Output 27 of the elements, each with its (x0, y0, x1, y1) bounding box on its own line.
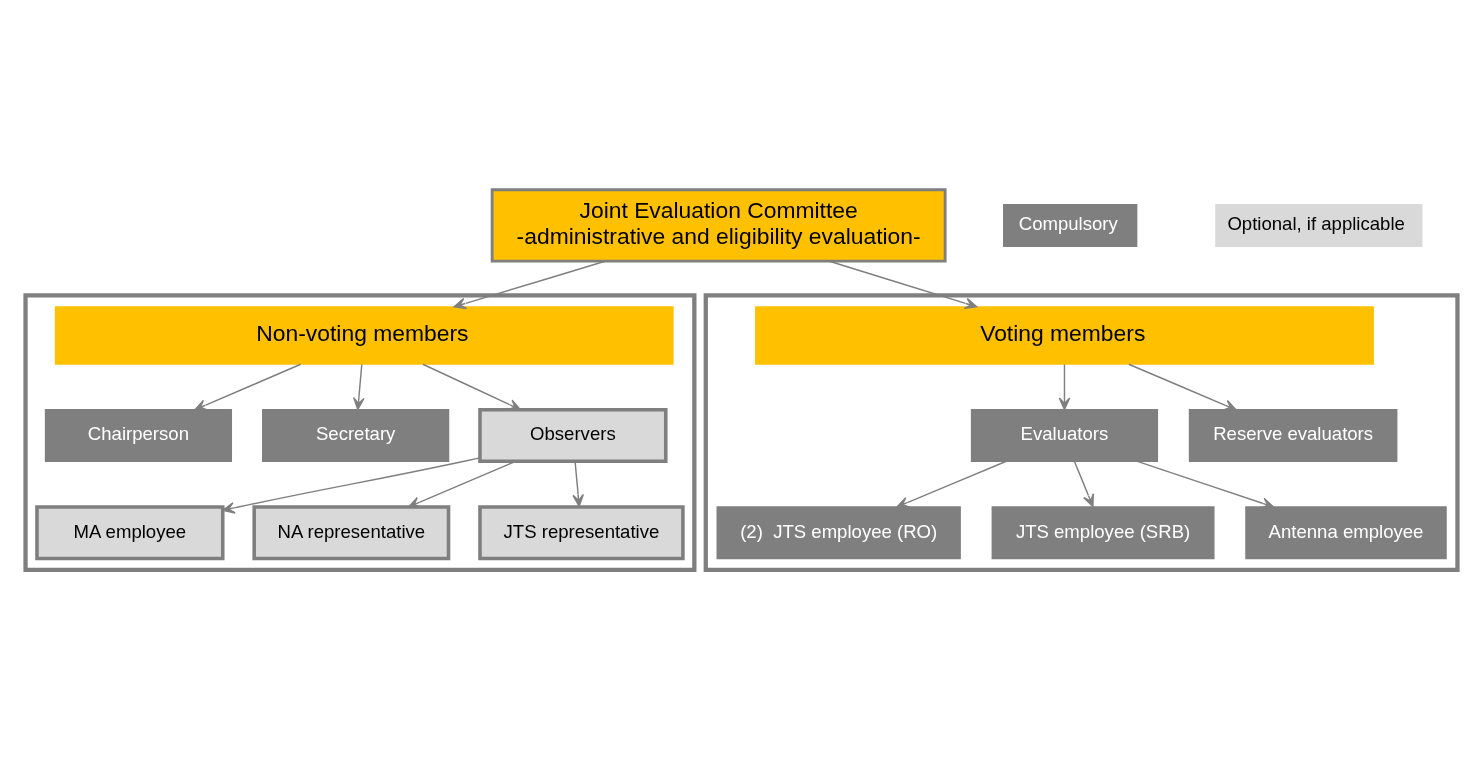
arrow (408, 460, 516, 508)
node-box: NA representative (252, 505, 451, 561)
arrow (453, 260, 606, 310)
arrow (353, 363, 365, 411)
node-box: Joint Evaluation Committee -administrative and eligibility evaluation- (490, 188, 947, 263)
node-box: Observers (478, 408, 668, 464)
arrow (572, 461, 584, 508)
arrow (1136, 460, 1275, 509)
arrow (828, 260, 978, 310)
arrow (896, 460, 1007, 508)
node-box: Antenna employee (1245, 506, 1447, 560)
node-box: Secretary (262, 409, 450, 462)
node-box: Chairperson (44, 409, 233, 462)
node-box: (2) JTS employee (RO) (716, 506, 961, 560)
node-box: Reserve evaluators (1188, 409, 1398, 462)
node-box: MA employee (35, 505, 225, 561)
arrow (222, 457, 481, 514)
arrow (1128, 363, 1237, 411)
arrow (422, 363, 522, 411)
arrow (194, 363, 302, 411)
legend-label: Compulsory (1018, 213, 1118, 235)
node-box: JTS employee (SRB) (991, 506, 1215, 560)
arrow (1058, 363, 1071, 411)
node-box: JTS representative (478, 505, 685, 561)
node-box: Evaluators (970, 409, 1159, 462)
legend-label: Optional, if applicable (1227, 213, 1405, 235)
arrow (1073, 461, 1094, 508)
